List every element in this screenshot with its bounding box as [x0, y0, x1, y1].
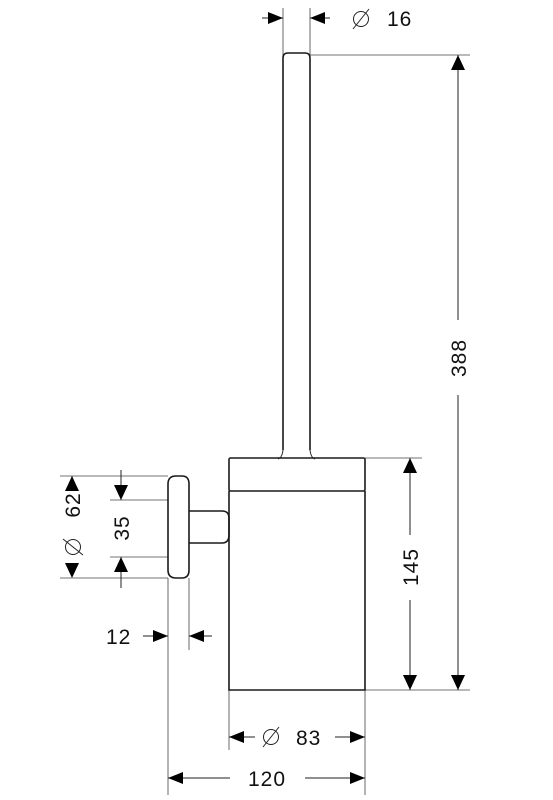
dim-handle-diameter: 16 — [387, 8, 412, 31]
dimension-lines — [65, 12, 465, 784]
wall-rosette — [167, 475, 190, 579]
dim-holder-height: 145 — [400, 548, 423, 586]
dim-total-height: 388 — [448, 339, 471, 377]
dim-holder-diameter: 83 — [296, 727, 321, 750]
dim-total-depth: 120 — [248, 768, 286, 791]
diameter-icon — [62, 538, 84, 556]
holder-lid — [228, 457, 366, 492]
diameter-icon — [262, 726, 280, 748]
holder-body — [228, 491, 366, 691]
dim-wall-distance: 12 — [106, 626, 131, 649]
dim-rosette-diameter: 62 — [62, 492, 85, 517]
diameter-symbols — [62, 8, 370, 748]
diameter-icon — [352, 8, 370, 30]
brush-holder-outline — [167, 52, 366, 691]
dim-rosette-offset: 35 — [111, 515, 134, 540]
wall-arm — [189, 510, 230, 544]
brush-handle — [282, 52, 311, 450]
